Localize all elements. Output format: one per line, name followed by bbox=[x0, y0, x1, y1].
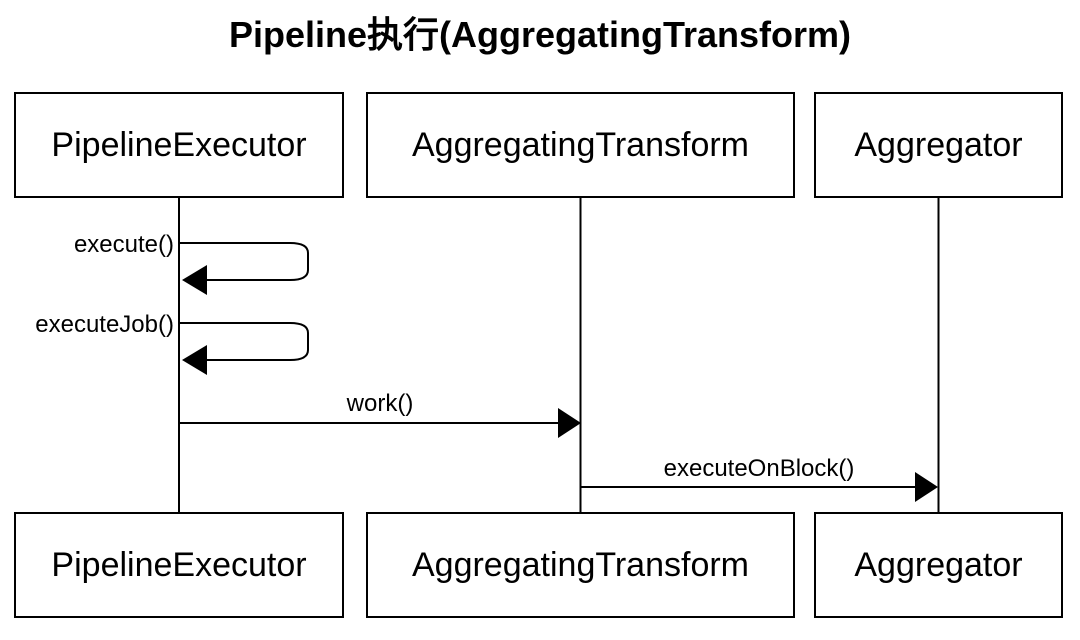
participant-label: Aggregator bbox=[854, 125, 1023, 164]
participant-label: Aggregator bbox=[854, 545, 1023, 584]
participant-label: AggregatingTransform bbox=[411, 125, 749, 164]
message-label-executeonblock: executeOnBlock() bbox=[663, 455, 855, 482]
diagram-title: Pipeline执行(AggregatingTransform) bbox=[228, 14, 852, 55]
message-label-work: work() bbox=[346, 390, 414, 417]
participant-label: PipelineExecutor bbox=[51, 545, 307, 584]
arrowhead-executejob bbox=[182, 345, 207, 375]
self-message-loop-executejob bbox=[180, 322, 309, 361]
participant-bottom-pipelineexecutor: PipelineExecutor bbox=[14, 512, 344, 618]
self-message-loop-execute bbox=[180, 242, 309, 281]
participant-top-aggregatingtransform: AggregatingTransform bbox=[366, 92, 795, 198]
participant-top-aggregator: Aggregator bbox=[814, 92, 1063, 198]
message-label-executejob: executeJob() bbox=[35, 311, 174, 338]
participant-top-pipelineexecutor: PipelineExecutor bbox=[14, 92, 344, 198]
arrowhead-work bbox=[558, 408, 581, 438]
message-label-execute: execute() bbox=[73, 231, 174, 258]
arrowhead-executeonblock bbox=[915, 472, 938, 502]
participant-bottom-aggregatingtransform: AggregatingTransform bbox=[366, 512, 795, 618]
arrowhead-execute bbox=[182, 265, 207, 295]
participant-label: AggregatingTransform bbox=[411, 545, 749, 584]
participant-label: PipelineExecutor bbox=[51, 125, 307, 164]
participant-bottom-aggregator: Aggregator bbox=[814, 512, 1063, 618]
